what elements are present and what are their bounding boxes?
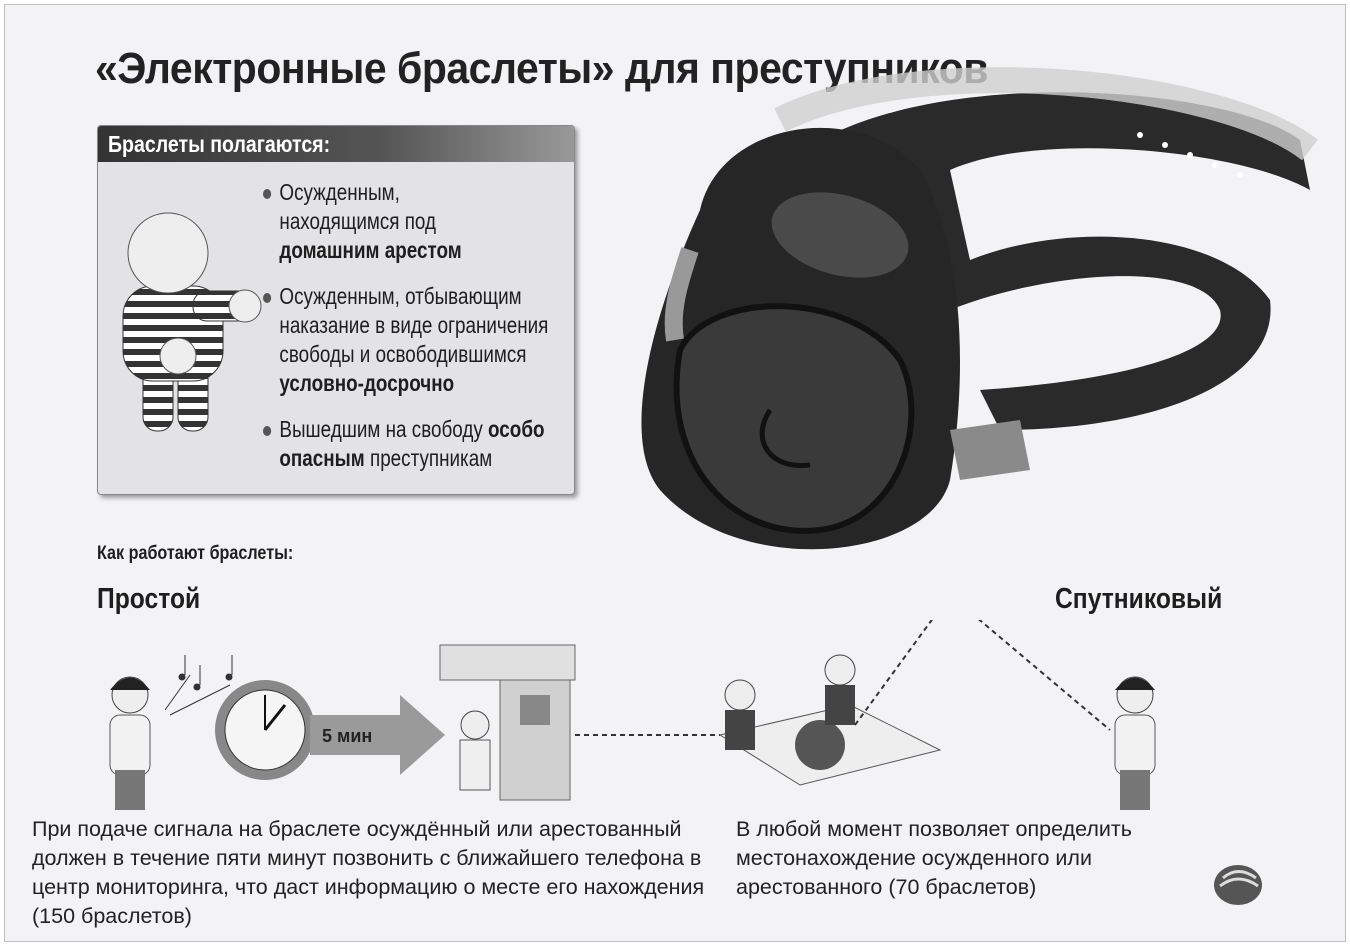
prisoner-figure-icon: [122, 212, 262, 432]
simple-description: При подаче сигнала на браслете осуждённы…: [32, 817, 705, 928]
convict-figure-icon: [1114, 676, 1156, 810]
phone-booth-icon: [439, 644, 576, 801]
eligibility-heading: Браслеты полагаются:: [98, 126, 574, 162]
music-notes-icon: [164, 655, 233, 716]
how-it-works-heading: Как работают браслеты:: [97, 543, 294, 564]
simple-type-label: Простой: [97, 583, 201, 615]
simple-diagram: 5 мин: [109, 620, 1156, 810]
eligibility-list: Осужденным, находящимся под домашним аре…: [263, 178, 563, 490]
convict-figure-icon: [109, 676, 151, 810]
monitoring-center-icon: [718, 654, 942, 786]
satellite-description: В любой момент позволяет определить мест…: [736, 817, 1132, 899]
eligibility-item: Вышедшим на свободу особо опасным престу…: [263, 415, 558, 473]
ankle-bracelet-illustration: [641, 67, 1318, 550]
publisher-logo-icon: [1214, 865, 1262, 905]
eligibility-item: Осужденным, отбывающим наказание в виде …: [263, 282, 550, 398]
arrow-icon: [310, 695, 445, 775]
eligibility-item: Осужденным, находящимся под домашним аре…: [263, 178, 509, 265]
eligibility-box: Браслеты полагаются: Осужденным, находящ…: [97, 125, 575, 495]
satellite-type-label: Спутниковый: [1055, 583, 1223, 615]
timer-label: 5 мин: [322, 726, 372, 746]
clock-icon: [215, 680, 315, 780]
